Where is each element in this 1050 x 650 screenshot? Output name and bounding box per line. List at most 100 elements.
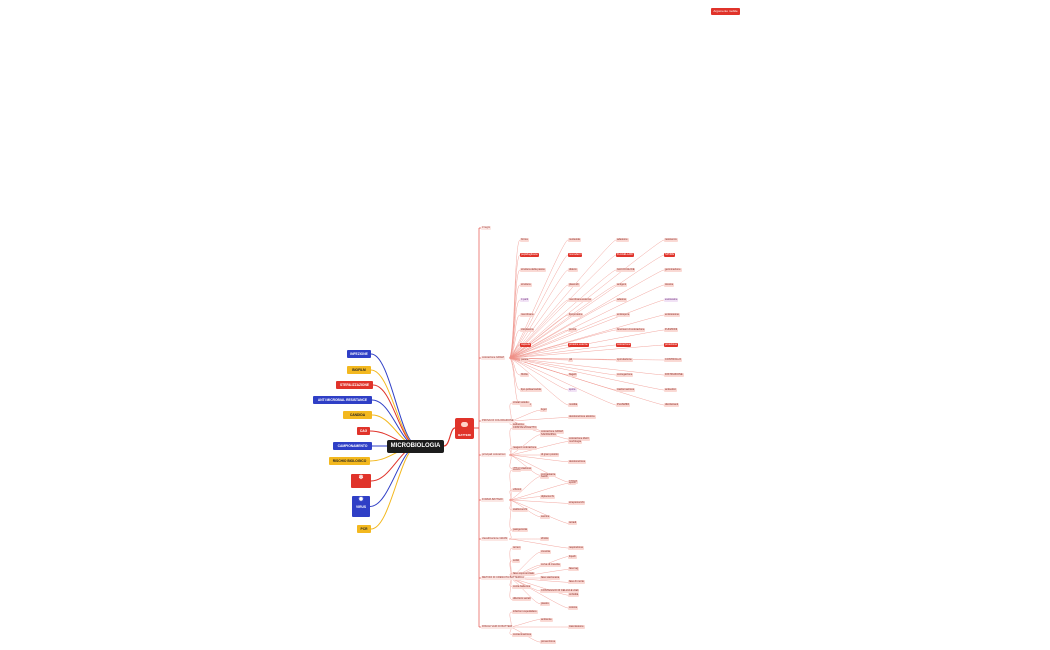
branch-item[interactable]: parete bbox=[520, 358, 530, 362]
branch-topic[interactable]: 3 regni bbox=[481, 226, 491, 230]
branch-item[interactable]: sarcine bbox=[540, 514, 551, 519]
branch-item[interactable]: decolorazione bbox=[568, 459, 587, 464]
branch-item[interactable]: tossine bbox=[664, 283, 675, 287]
branch-item[interactable]: vibrioni bbox=[512, 488, 523, 492]
topic-biofilm[interactable]: BIOFILM bbox=[347, 366, 371, 374]
branch-item[interactable]: colorazione Ziehl bbox=[568, 437, 590, 441]
topic-pcr[interactable]: PCR bbox=[357, 525, 371, 533]
branch-item[interactable]: forma bbox=[520, 238, 529, 242]
branch-item[interactable]: infezioni ospedaliere bbox=[512, 610, 538, 614]
branch-item[interactable]: GLICOCALICE bbox=[616, 268, 636, 272]
branch-item[interactable]: antisettici bbox=[664, 388, 677, 392]
branch-item[interactable]: 4 parti bbox=[520, 298, 530, 302]
branch-item[interactable]: motilità bbox=[568, 403, 579, 407]
branch-item[interactable]: FUNZIONI bbox=[664, 328, 679, 332]
branch-item[interactable]: CRISTALVIOLETTO bbox=[512, 426, 538, 430]
branch-item[interactable]: adesione bbox=[616, 238, 629, 242]
branch-item[interactable]: fase esponenziale bbox=[512, 571, 535, 576]
branch-item[interactable]: piastre bbox=[540, 601, 550, 606]
branch-item[interactable]: peptidoglicano bbox=[520, 253, 539, 257]
branch-item[interactable]: CONTROLLO bbox=[664, 358, 683, 362]
branch-item[interactable]: CONTEGGIO DI CELLULE vitali bbox=[540, 588, 580, 593]
branch-topic[interactable]: FORMA BATTERI bbox=[481, 498, 504, 502]
branch-item[interactable]: colorazione bbox=[616, 343, 632, 347]
branch-item[interactable]: differenziazione bbox=[512, 466, 533, 471]
branch-item[interactable]: stafilococchi bbox=[512, 508, 529, 512]
branch-item[interactable]: spore bbox=[568, 388, 577, 392]
branch-item[interactable]: conta batterica bbox=[512, 584, 532, 589]
branch-item[interactable]: spirilli bbox=[568, 481, 577, 486]
topic-infezione[interactable]: INFEZIONE bbox=[347, 350, 371, 358]
branch-item[interactable]: membrana esterna bbox=[568, 298, 592, 302]
branch-item[interactable]: fase di morte bbox=[568, 580, 585, 585]
branch-item[interactable]: SAFRANINA bbox=[540, 432, 557, 437]
bacteria-topic[interactable]: BATTERI bbox=[455, 418, 474, 439]
branch-item[interactable]: proteine esterne bbox=[568, 343, 589, 347]
topic-snowflake-icon[interactable]: ❄ bbox=[351, 474, 371, 488]
topic-cag[interactable]: CAG bbox=[357, 427, 370, 435]
branch-item[interactable]: resistenze bbox=[664, 238, 678, 242]
topic-campionamento[interactable]: CAMPIONAMENTO bbox=[333, 442, 372, 450]
branch-item[interactable]: cristal violetto bbox=[512, 401, 530, 405]
branch-item[interactable]: fenomeni di colorazione bbox=[616, 328, 646, 332]
branch-item[interactable]: coniugazione bbox=[616, 373, 634, 377]
topic-anti-microbial-resistance[interactable]: ANTI MICROBIAL RESISTANCE bbox=[313, 396, 372, 404]
branch-item[interactable]: plasmidi bbox=[568, 283, 580, 287]
branch-item[interactable]: citoplasma bbox=[520, 328, 535, 332]
branch-item[interactable]: flagelli bbox=[568, 373, 578, 377]
branch-item[interactable]: tetradi bbox=[568, 521, 578, 526]
branch-item[interactable]: curva di crescita bbox=[540, 563, 561, 568]
branch-item[interactable]: nucleoide bbox=[568, 238, 582, 242]
branch-item[interactable]: patogenicità bbox=[512, 528, 528, 532]
branch-item[interactable]: endospore bbox=[616, 313, 631, 317]
topic-sterilizzazione[interactable]: STERILIZZAZIONE bbox=[336, 381, 373, 389]
branch-item[interactable]: porine bbox=[568, 328, 578, 332]
branch-item[interactable]: struttura bbox=[520, 283, 532, 287]
branch-item[interactable]: struttura della parete bbox=[520, 268, 546, 272]
branch-item[interactable]: germinazione bbox=[664, 268, 682, 272]
topic-virus[interactable]: ✹VIRUS bbox=[352, 496, 370, 517]
branch-item[interactable]: contaminazione bbox=[512, 632, 533, 637]
topic-candida[interactable]: CANDIDA bbox=[343, 411, 372, 419]
branch-topic[interactable]: METODI DI CRESCITA BATTERICA bbox=[481, 576, 525, 580]
branch-item[interactable]: antigeni bbox=[616, 283, 628, 287]
branch-item[interactable]: liquidi bbox=[568, 554, 577, 559]
branch-item[interactable]: crescita bbox=[540, 550, 551, 555]
branch-topic[interactable]: colorazione GRAM bbox=[481, 356, 505, 360]
topic-rischio-biologico[interactable]: RISCHIO BIOLOGICO bbox=[329, 457, 370, 465]
branch-item[interactable]: adesine bbox=[616, 298, 628, 302]
branch-item[interactable]: di gram positivi bbox=[540, 453, 560, 457]
branch-item[interactable]: pili bbox=[568, 358, 574, 362]
floating-topic-tag[interactable]: Argomento mobile bbox=[711, 8, 740, 15]
branch-item[interactable]: lugol bbox=[540, 408, 548, 413]
branch-item[interactable]: diluizioni seriali bbox=[512, 597, 532, 602]
branch-item[interactable]: lipo-polisaccaride bbox=[520, 388, 543, 392]
branch-item[interactable]: safranina bbox=[512, 422, 525, 427]
branch-item[interactable]: diderm bbox=[568, 268, 578, 272]
branch-item[interactable]: fibrille bbox=[520, 373, 529, 377]
branch-item[interactable]: DISTRUZIONE bbox=[664, 373, 684, 377]
branch-item[interactable]: monoderm bbox=[568, 253, 583, 257]
branch-item[interactable]: membrana bbox=[520, 313, 535, 317]
branch-item[interactable]: trasmissione bbox=[568, 625, 585, 629]
branch-topic[interactable]: PROVA DI COLORAZIONE bbox=[481, 419, 515, 423]
branch-item[interactable]: idrolisi bbox=[540, 537, 550, 541]
branch-item[interactable]: streptococchi bbox=[568, 501, 586, 506]
branch-item[interactable]: reagenti colorazione bbox=[512, 446, 538, 451]
branch-item[interactable]: torbidità bbox=[568, 593, 580, 598]
branch-topic[interactable]: classificazione GRAM bbox=[481, 537, 509, 541]
branch-item[interactable]: bacilli bbox=[540, 474, 549, 479]
branch-item[interactable]: ambiente bbox=[540, 617, 553, 622]
branch-item[interactable]: colorazione GRAM bbox=[540, 429, 564, 434]
branch-item[interactable]: terreni bbox=[512, 546, 522, 550]
branch-item[interactable]: cocchi bbox=[512, 468, 522, 472]
branch-item[interactable]: lipoproteine bbox=[568, 313, 584, 317]
branch-item[interactable]: SPORE bbox=[664, 253, 676, 257]
branch-item[interactable]: sporulazione bbox=[616, 358, 633, 362]
branch-item[interactable]: protezione bbox=[664, 343, 679, 347]
branch-item[interactable]: prevenzione bbox=[540, 640, 557, 644]
branch-topic[interactable]: RISCHI VARI DI BATTERI bbox=[481, 625, 514, 629]
branch-topic[interactable]: principali colorazioni bbox=[481, 453, 507, 457]
branch-item[interactable]: diplococchi bbox=[540, 494, 555, 499]
branch-item[interactable]: endotossine bbox=[664, 313, 680, 317]
